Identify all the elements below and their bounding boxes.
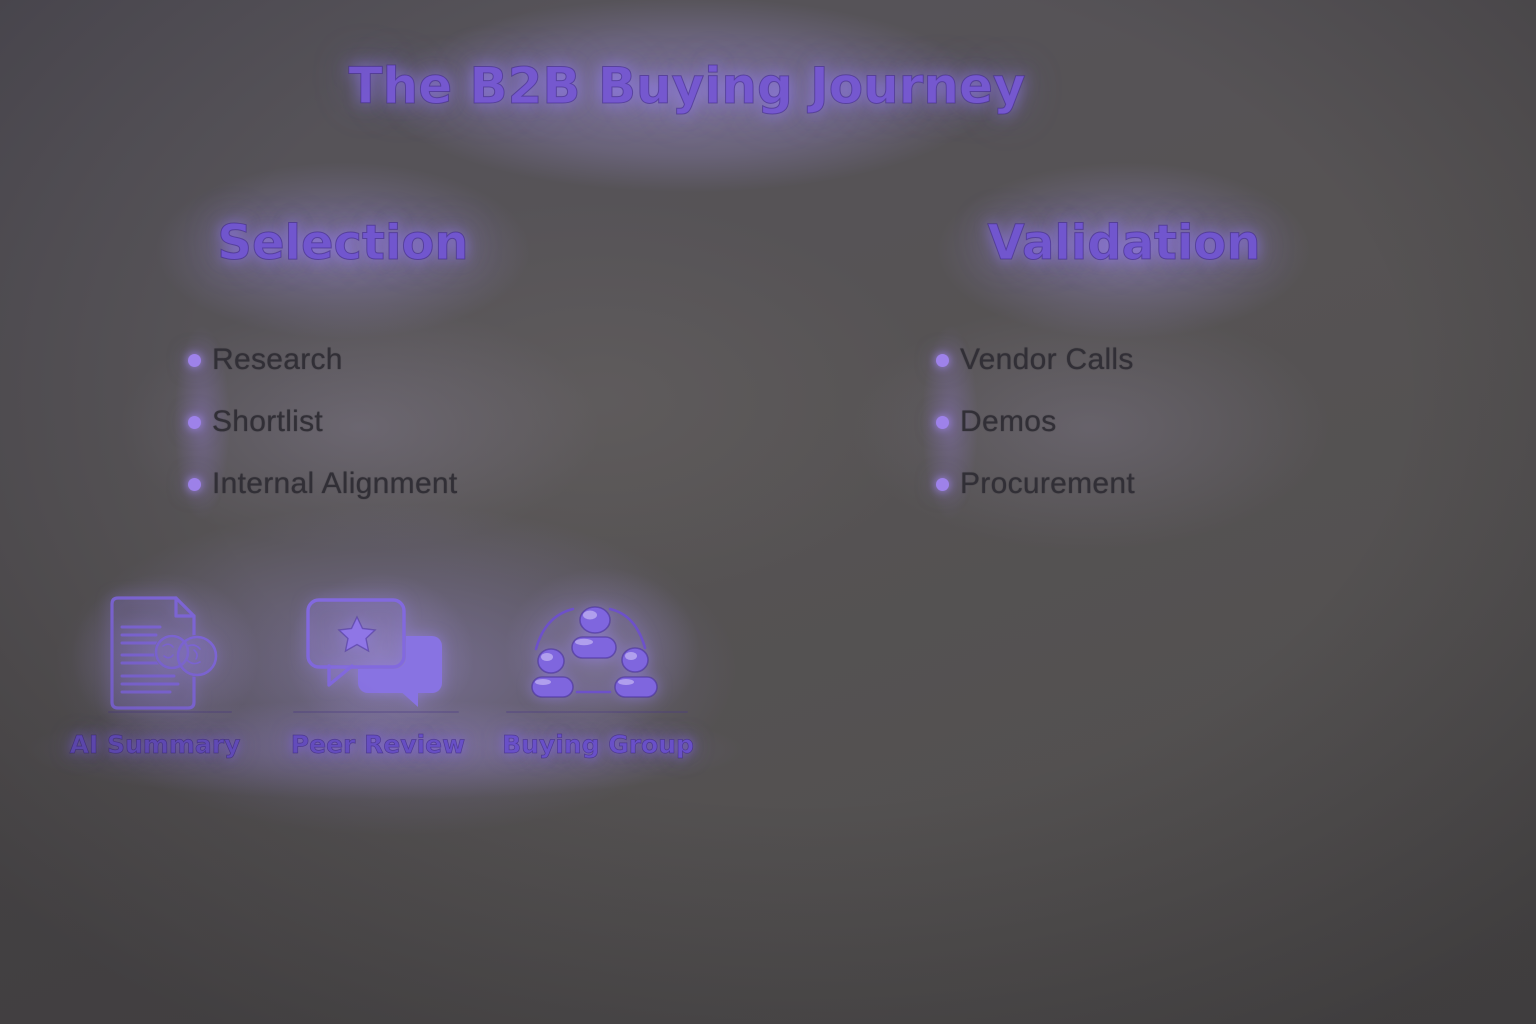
stage-heading-selection: Selection [217,215,469,272]
validation-list: Vendor Calls Demos Procurement [936,342,1135,528]
bullet-dot [188,415,201,429]
list-item: Research [188,342,458,378]
icon-underline [293,711,459,713]
feature-label-ai-summary: AI Summary [69,730,241,760]
bullet-dot [936,353,949,367]
list-item-label: Procurement [960,467,1136,500]
list-item-label: Vendor Calls [960,343,1134,376]
list-item: Procurement [936,466,1135,502]
icon-underline [506,711,688,713]
bullet-dot [188,353,201,367]
list-item: Vendor Calls [936,342,1135,378]
bullet-dot [936,415,949,429]
list-item: Demos [936,404,1135,440]
list-item-label: Research [212,343,343,376]
chat-bubbles-star-icon [305,593,450,718]
list-item-label: Internal Alignment [212,467,458,500]
people-group-icon [518,602,663,712]
list-item-label: Demos [960,405,1057,438]
list-item: Shortlist [188,404,458,440]
stage-heading-validation: Validation [987,215,1261,272]
list-item-label: Shortlist [212,405,324,438]
bullet-dot [936,477,949,491]
selection-list: Research Shortlist Internal Alignment [188,342,458,528]
list-item: Internal Alignment [188,466,458,502]
feature-label-buying-group: Buying Group [502,730,695,760]
bullet-dot [188,477,201,491]
document-brain-icon [100,590,232,717]
feature-label-peer-review: Peer Review [290,730,466,760]
icon-underline [108,711,232,713]
page-title: The B2B Buying Journey [348,57,1026,116]
star-glyph [337,615,377,653]
